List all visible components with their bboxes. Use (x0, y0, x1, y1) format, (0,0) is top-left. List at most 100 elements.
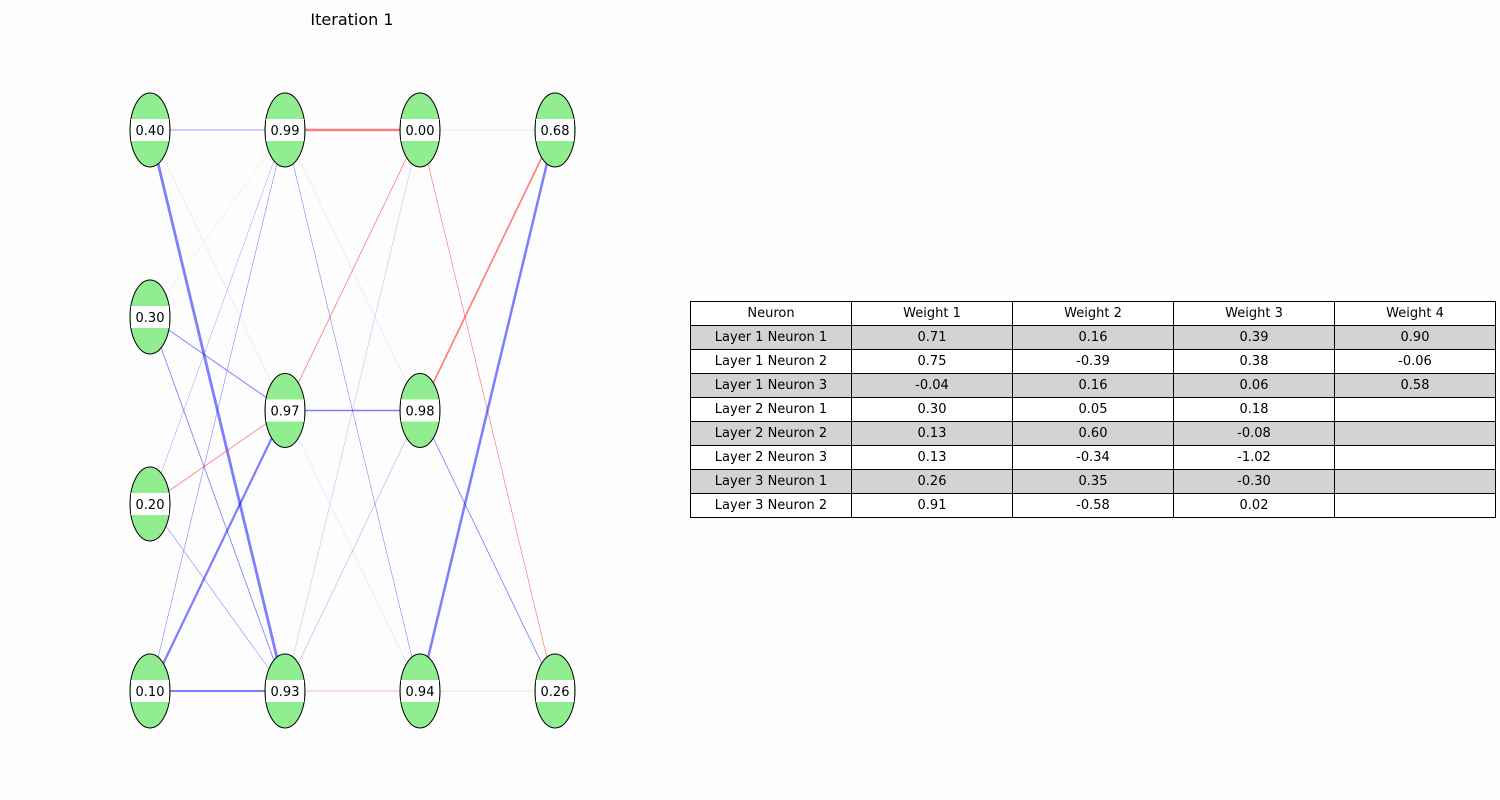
neuron-label-box (131, 680, 169, 702)
neuron-label-box (266, 680, 304, 702)
table-cell: 0.30 (851, 397, 1013, 422)
connection-line (149, 129, 286, 411)
network-nodes: 0.40 0.30 0.20 0.10 0.99 0.97 0.93 0.00 0.98 0.94… (129, 92, 576, 729)
neuron-label-box (131, 306, 169, 328)
neuron-label-box (401, 399, 439, 422)
connection-line (419, 129, 556, 411)
neuron-value: 0.30 (136, 311, 165, 326)
neuron-node: 0.98 (399, 373, 441, 448)
table-cell: -0.04 (851, 373, 1013, 398)
connection-line (149, 129, 286, 505)
table-cell: -0.39 (1012, 349, 1174, 374)
table-cell: 0.18 (1173, 397, 1335, 422)
neuron-node: 0.26 (534, 653, 576, 729)
table-cell: Layer 2 Neuron 2 (690, 421, 852, 446)
network-edges (148, 128, 557, 693)
neuron-node: 0.30 (129, 279, 171, 355)
neuron-label-box (131, 119, 169, 141)
connection-line (284, 410, 421, 692)
table-cell: 0.38 (1173, 349, 1335, 374)
table-cell: Layer 3 Neuron 1 (690, 469, 852, 494)
connection-line (284, 129, 421, 411)
table-cell: Layer 1 Neuron 1 (690, 325, 852, 350)
table-cell: 0.26 (851, 469, 1013, 494)
neuron-value: 0.00 (406, 124, 435, 139)
neuron-node: 0.99 (264, 92, 306, 168)
neuron-value: 0.97 (271, 405, 300, 420)
table-header-cell: Weight 2 (1012, 301, 1174, 326)
table-cell: Layer 2 Neuron 3 (690, 445, 852, 470)
neuron-node: 0.94 (399, 653, 441, 729)
table-cell (1334, 421, 1496, 446)
table-cell: Layer 1 Neuron 2 (690, 349, 852, 374)
connection-line (149, 503, 286, 692)
table-cell: 0.71 (851, 325, 1013, 350)
neuron-value: 0.20 (136, 498, 165, 513)
neuron-value: 0.99 (271, 124, 300, 139)
table-cell: 0.16 (1012, 325, 1174, 350)
table-header-cell: Weight 4 (1334, 301, 1496, 326)
neuron-label-box (266, 119, 304, 141)
table-cell: 0.05 (1012, 397, 1174, 422)
table-cell: 0.16 (1012, 373, 1174, 398)
connection-line (419, 410, 556, 692)
neuron-node: 0.97 (264, 373, 306, 448)
table-cell (1334, 493, 1496, 518)
table-cell: 0.35 (1012, 469, 1174, 494)
table-header-cell: Neuron (690, 301, 852, 326)
table-cell: 0.06 (1173, 373, 1335, 398)
table-cell: -0.30 (1173, 469, 1335, 494)
neuron-value: 0.94 (406, 685, 435, 700)
neuron-value: 0.93 (271, 685, 300, 700)
neuron-node: 0.68 (534, 92, 576, 168)
connection-line (148, 410, 287, 692)
neuron-label-box (401, 119, 439, 141)
table-cell: 0.39 (1173, 325, 1335, 350)
connection-line (418, 129, 557, 692)
table-header-cell: Weight 1 (851, 301, 1013, 326)
table-cell: -0.58 (1012, 493, 1174, 518)
table-cell: Layer 3 Neuron 2 (690, 493, 852, 518)
neuron-node: 0.20 (129, 466, 171, 542)
table-cell: -0.06 (1334, 349, 1496, 374)
table-cell: 0.60 (1012, 421, 1174, 446)
table-cell: Layer 1 Neuron 3 (690, 373, 852, 398)
table-cell: 0.58 (1334, 373, 1496, 398)
neuron-value: 0.98 (406, 405, 435, 420)
figure-title: Iteration 1 (310, 10, 394, 29)
connection-line (149, 316, 286, 411)
table-cell: 0.75 (851, 349, 1013, 374)
connection-line (149, 410, 286, 505)
table-cell: -0.34 (1012, 445, 1174, 470)
connection-line (284, 129, 421, 692)
neuron-label-box (536, 119, 574, 141)
neuron-node: 0.93 (264, 653, 306, 729)
network-diagram: 0.40 0.30 0.20 0.10 0.99 0.97 0.93 0.00 0.98 0.94… (129, 92, 576, 729)
table-cell (1334, 397, 1496, 422)
neuron-label-box (401, 680, 439, 702)
neuron-value: 0.68 (541, 124, 570, 139)
table-cell: Layer 2 Neuron 1 (690, 397, 852, 422)
neuron-label-box (131, 493, 169, 515)
neuron-node: 0.10 (129, 653, 171, 729)
table-cell: 0.02 (1173, 493, 1335, 518)
neuron-node: 0.00 (399, 92, 441, 168)
connection-line (149, 129, 286, 318)
neuron-value: 0.40 (136, 124, 165, 139)
connection-line (149, 129, 286, 692)
neuron-label-box (536, 680, 574, 702)
neuron-label-box (266, 399, 304, 422)
table-cell: 0.90 (1334, 325, 1496, 350)
table-cell: 0.13 (851, 421, 1013, 446)
connection-line (149, 316, 286, 692)
